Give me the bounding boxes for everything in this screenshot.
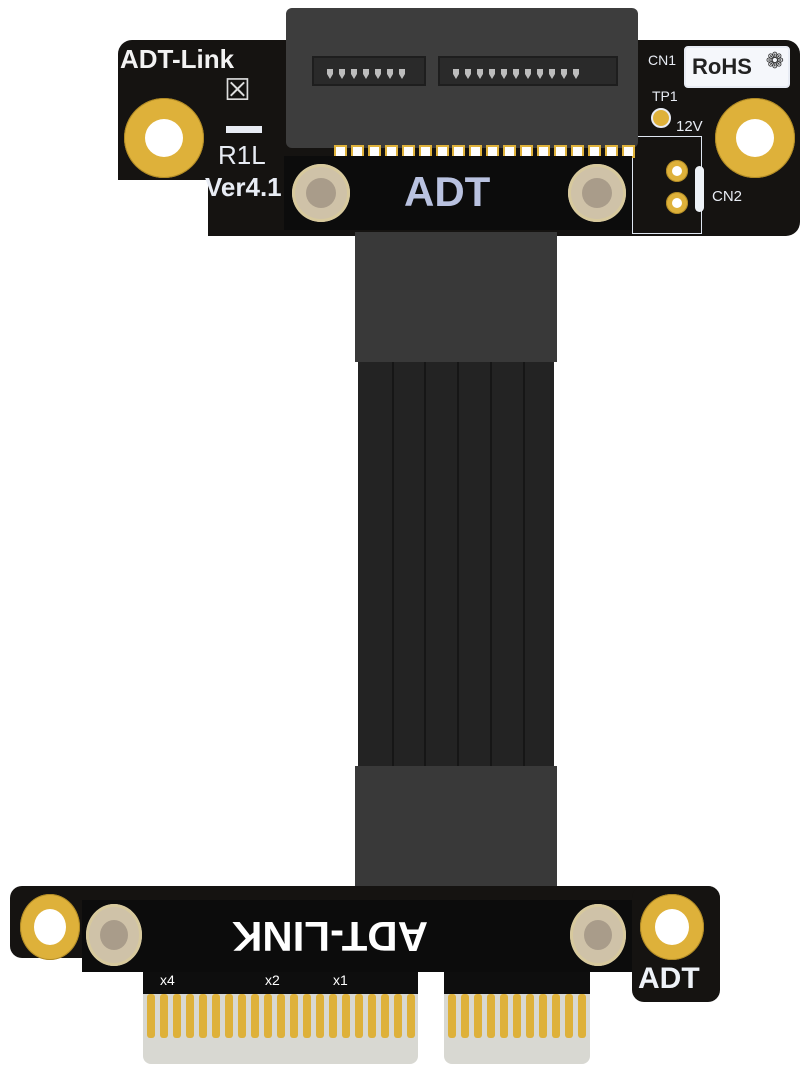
silk-bar — [226, 126, 262, 133]
bottom-bar-label: ADT-LINK — [232, 913, 428, 960]
mount-hole-bottom-right — [640, 894, 704, 960]
rohs-badge: RoHS ❁ — [684, 46, 790, 88]
bottom-side-label: ADT — [638, 962, 700, 995]
slot-key-short — [312, 56, 426, 86]
cn2-pin-1 — [666, 160, 688, 182]
bottom-label-bar — [82, 900, 632, 972]
cn2-marker — [695, 166, 704, 212]
tp1-label: TP1 — [652, 88, 678, 104]
ribbon-cable — [358, 362, 554, 766]
pcb-cutout — [118, 180, 208, 240]
cable-strain-relief-top — [355, 232, 557, 362]
cn2-label: CN2 — [712, 188, 743, 205]
lane-label-x4: x4 — [160, 972, 175, 988]
hex-nut-bottom-left — [86, 904, 142, 966]
hex-nut-top-right — [568, 164, 626, 222]
model-label: R1L — [218, 140, 266, 170]
weee-bin-icon: ☒ — [224, 74, 251, 107]
edge-connector-long — [143, 994, 418, 1064]
cn2-pin-2 — [666, 192, 688, 214]
lane-label-strip — [143, 972, 418, 994]
voltage-label: 12V — [676, 118, 703, 135]
lane-label-x2: x2 — [265, 972, 280, 988]
hex-nut-top-left — [292, 164, 350, 222]
top-bar-label: ADT — [404, 168, 491, 215]
cn1-label: CN1 — [648, 52, 677, 68]
mount-hole-top-right — [715, 98, 795, 178]
cn2-outline — [632, 136, 702, 234]
mount-hole-bottom-left — [20, 894, 80, 960]
hex-nut-bottom-right — [570, 904, 626, 966]
cable-strain-relief-bottom — [355, 766, 557, 896]
version-label: Ver4.1 — [205, 172, 282, 202]
edge-connector-short — [444, 994, 590, 1064]
test-point — [651, 108, 671, 128]
lane-label-x1: x1 — [333, 972, 348, 988]
slot-key-long — [438, 56, 618, 86]
leaf-icon: ❁ — [765, 48, 784, 73]
brand-label: ADT-Link — [120, 44, 235, 74]
mount-hole-top-left — [124, 98, 204, 178]
